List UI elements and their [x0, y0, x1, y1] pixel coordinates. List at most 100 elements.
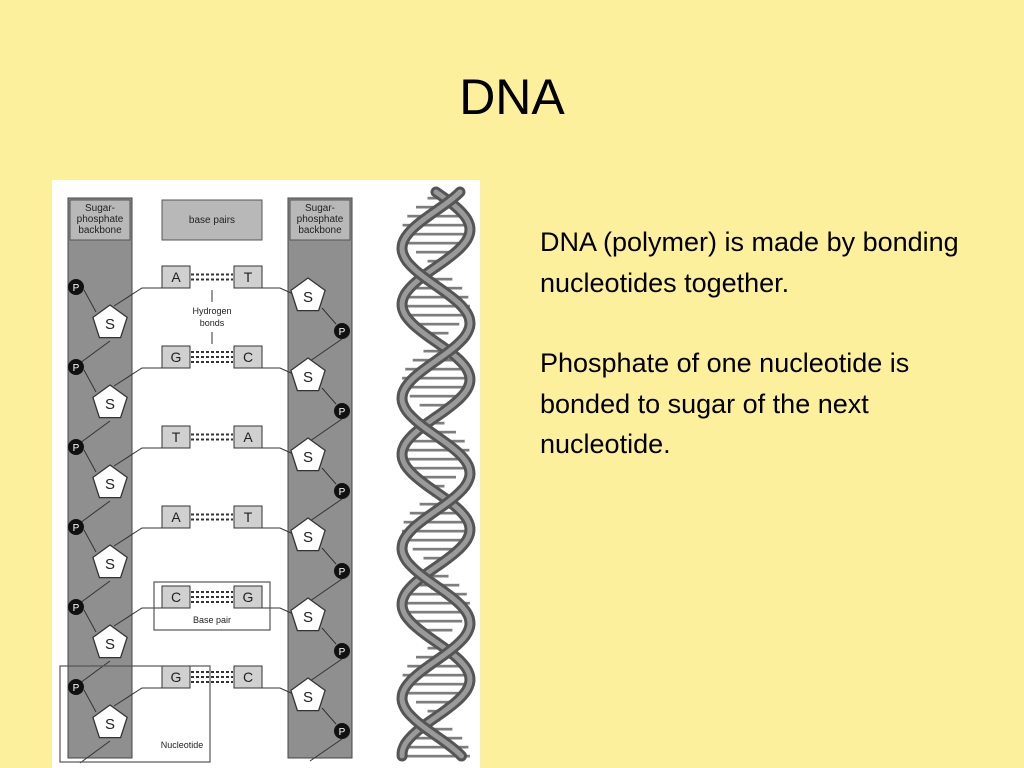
left-backbone-label-box: [69, 199, 131, 241]
right-backbone-link: [309, 498, 343, 522]
nucleotide-label: Nucleotide: [161, 740, 204, 750]
right-sugar: [290, 277, 326, 312]
right-backbone-label-line: backbone: [298, 225, 342, 236]
left-phosphate: [68, 679, 84, 695]
left-base-box: [161, 585, 191, 609]
right-backbone-link: [309, 738, 343, 762]
left-phosphate-label: P: [73, 683, 80, 694]
right-base-letter: A: [243, 429, 253, 445]
right-base-letter: C: [243, 669, 253, 685]
right-backbone-link: [309, 578, 343, 602]
left-base-letter: G: [171, 349, 182, 365]
right-phosphate-label: P: [339, 647, 346, 658]
right-backbone-label-line: phosphate: [297, 214, 344, 225]
right-phosphate: [334, 723, 350, 739]
right-sugar: [290, 677, 326, 712]
dna-diagram: Sugar-phosphatebackboneSugar-phosphateba…: [59, 186, 476, 764]
nucleotide-highlight-box: [59, 665, 211, 763]
slide-title: DNA: [459, 69, 565, 125]
right-backbone-link: [321, 467, 337, 485]
base-pair-highlight-box: [153, 581, 271, 631]
right-base-box: [233, 425, 263, 449]
base-pairs-header-box: [161, 199, 263, 241]
left-backbone-link: [79, 740, 111, 764]
left-phosphate: [68, 359, 84, 375]
right-backbone-link: [309, 338, 343, 362]
left-phosphate: [68, 439, 84, 455]
body-paragraph-2: Phosphate of one nucleotide is bonded to…: [540, 348, 910, 459]
left-backbone-link: [83, 289, 97, 313]
right-phosphate-label: P: [339, 727, 346, 738]
left-sugar: [92, 544, 128, 579]
body-paragraph-1: DNA (polymer) is made by bonding nucleot…: [540, 227, 959, 298]
left-phosphate-label: P: [73, 283, 80, 294]
left-sugar-label: S: [105, 716, 115, 733]
left-sugar: [92, 384, 128, 419]
left-base-box: [161, 505, 191, 529]
left-base-box: [161, 265, 191, 289]
right-backbone-link: [321, 547, 337, 565]
right-backbone-link: [309, 418, 343, 442]
right-phosphate: [334, 563, 350, 579]
right-base-letter: T: [244, 269, 253, 285]
left-backbone-label-line: Sugar-: [85, 203, 115, 214]
left-base-letter: A: [171, 269, 181, 285]
right-base-box: [233, 345, 263, 369]
left-base-letter: G: [171, 669, 182, 685]
left-sugar-label: S: [105, 636, 115, 653]
right-backbone-link: [321, 627, 337, 645]
helix-strand-a-highlight: [399, 189, 473, 759]
left-backbone-link: [79, 500, 111, 524]
right-base-box: [233, 265, 263, 289]
left-backbone-link: [83, 609, 97, 633]
left-base-box: [161, 425, 191, 449]
right-sugar: [290, 437, 326, 472]
left-sugar-base-link: [113, 607, 162, 627]
right-phosphate: [334, 643, 350, 659]
right-backbone-label-box: [289, 199, 351, 241]
left-sugar-base-link: [113, 687, 162, 707]
right-sugar-label: S: [303, 449, 313, 466]
left-phosphate-label: P: [73, 603, 80, 614]
right-phosphate-label: P: [339, 407, 346, 418]
left-phosphate-label: P: [73, 523, 80, 534]
right-base-letter: G: [243, 589, 254, 605]
double-helix: [396, 186, 476, 762]
left-sugar: [92, 304, 128, 339]
right-sugar-label: S: [303, 529, 313, 546]
left-sugar-label: S: [105, 556, 115, 573]
right-base-box: [233, 505, 263, 529]
left-phosphate: [68, 279, 84, 295]
left-base-letter: T: [172, 429, 181, 445]
left-sugar-label: S: [105, 396, 115, 413]
left-phosphate: [68, 519, 84, 535]
right-base-box: [233, 585, 263, 609]
right-backbone-label-line: Sugar-: [305, 203, 335, 214]
right-sugar: [290, 357, 326, 392]
left-sugar-base-link: [113, 287, 162, 307]
left-backbone-link: [79, 580, 111, 604]
left-phosphate: [68, 599, 84, 615]
left-backbone-link: [83, 689, 97, 713]
left-base-letter: C: [171, 589, 181, 605]
right-sugar-label: S: [303, 289, 313, 306]
right-sugar-label: S: [303, 609, 313, 626]
left-phosphate-label: P: [73, 363, 80, 374]
right-phosphate: [334, 483, 350, 499]
left-sugar: [92, 464, 128, 499]
helix-strand-b-highlight: [399, 189, 473, 759]
right-phosphate-label: P: [339, 487, 346, 498]
right-phosphate-label: P: [339, 327, 346, 338]
left-backbone-link: [79, 420, 111, 444]
right-backbone-link: [321, 707, 337, 725]
right-sugar-label: S: [303, 369, 313, 386]
left-sugar-base-link: [113, 447, 162, 467]
right-backbone-link: [321, 387, 337, 405]
left-sugar: [92, 624, 128, 659]
left-sugar-label: S: [105, 476, 115, 493]
right-phosphate: [334, 323, 350, 339]
right-base-letter: C: [243, 349, 253, 365]
slide-body: DNA (polymer) is made by bonding nucleot…: [540, 222, 960, 505]
